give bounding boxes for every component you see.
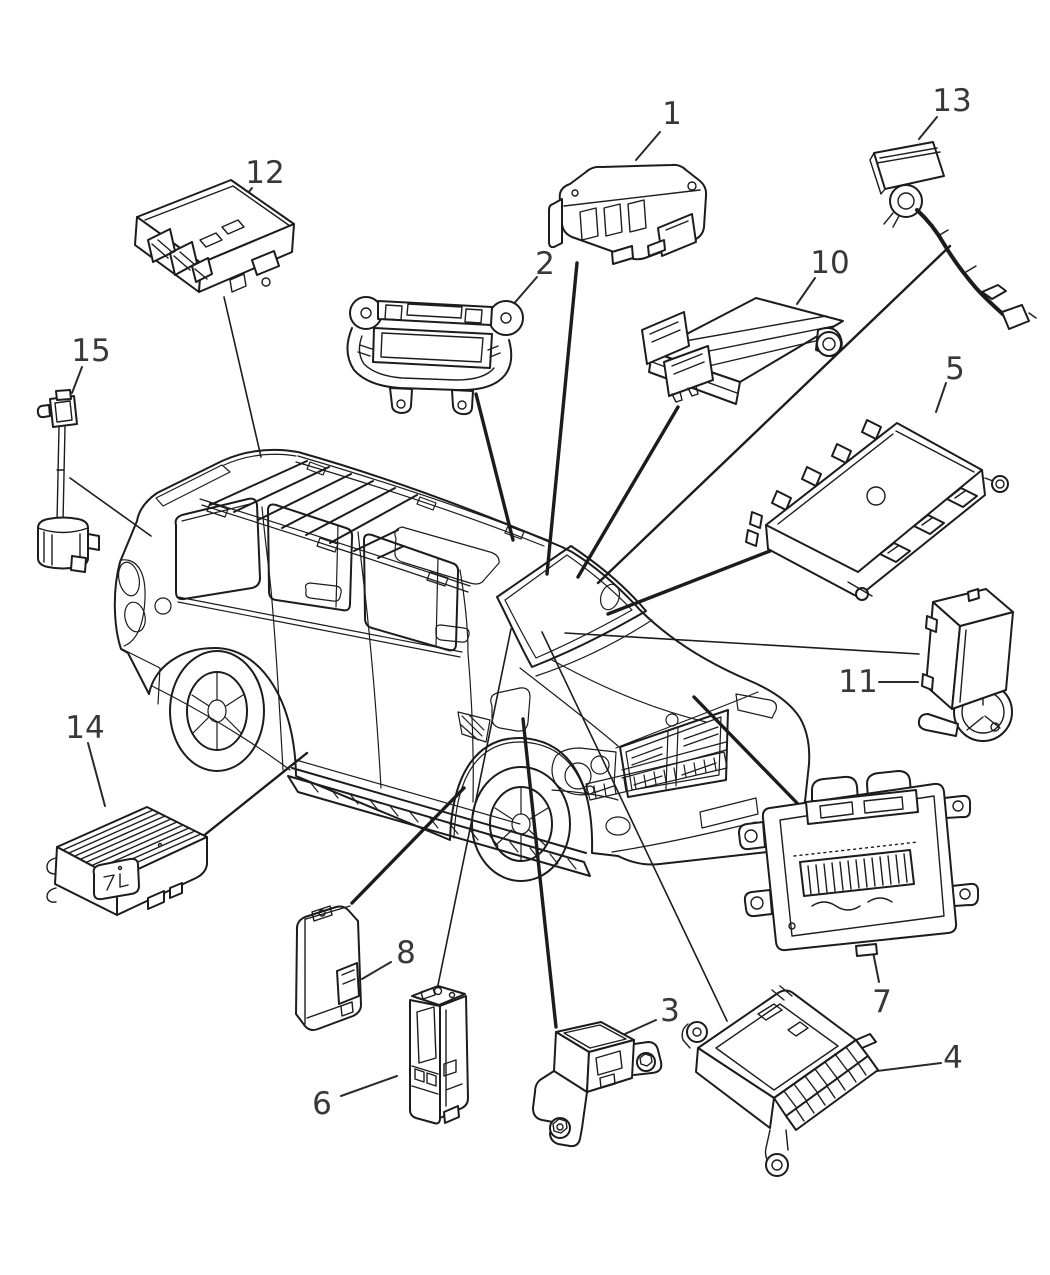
module-12-drawing (134, 179, 295, 293)
callout-8-label: 8 (396, 935, 416, 971)
pointer-10 (796, 277, 816, 305)
door-handle-rear (304, 582, 342, 602)
pointer-5 (935, 382, 947, 413)
fuel-door (154, 597, 172, 615)
pointer-15 (71, 366, 83, 394)
leader-lines (69, 244, 952, 1029)
pointer-8 (361, 961, 392, 980)
roof-rail-left (199, 498, 471, 593)
callout-13-label: 13 (932, 83, 971, 119)
module-15-drawing (36, 389, 100, 573)
front-door-window (363, 533, 460, 652)
mirror-left (490, 687, 531, 732)
leader-module-6 (436, 628, 512, 991)
windshield (496, 545, 653, 677)
rear-wheel (169, 650, 265, 772)
roof-ribs (209, 460, 418, 559)
headlamp-left (551, 747, 617, 796)
pointer-2 (510, 276, 538, 308)
callout-14-label: 14 (65, 710, 104, 746)
leader-module-10 (576, 405, 680, 579)
module-3-drawing (532, 1021, 663, 1148)
leader-module-14 (195, 751, 309, 843)
callout-15-label: 15 (71, 333, 110, 369)
callout-5-label: 5 (945, 351, 965, 387)
module-7-drawing (738, 770, 979, 957)
callout-10-label: 10 (810, 245, 849, 281)
leader-module-1 (545, 261, 579, 576)
roof-rail-right (295, 455, 549, 547)
module-4-drawing (681, 985, 879, 1177)
front-bumper (551, 751, 759, 853)
vehicle-drawing (113, 448, 811, 882)
callout-4-label: 4 (943, 1040, 963, 1076)
headlamp-right (735, 693, 777, 719)
callout-2-label: 2 (535, 246, 555, 282)
callout-11-label: 11 (838, 664, 877, 700)
module-2-drawing (346, 296, 524, 416)
callout-labels: 1 2 3 4 5 6 7 8 10 11 12 13 14 15 (65, 83, 971, 1122)
leader-module-5 (606, 549, 772, 616)
quarter-window (174, 497, 261, 601)
pointer-14 (87, 742, 106, 807)
leader-module-2 (474, 392, 515, 542)
leader-module-8 (350, 786, 466, 905)
door-handle-front (435, 624, 470, 643)
callout-pointers (71, 116, 947, 1097)
leader-module-4 (541, 631, 728, 1022)
leader-module-15 (69, 477, 152, 537)
module-1-drawing (548, 163, 708, 265)
pointer-4 (868, 1062, 942, 1073)
leader-module-7 (692, 695, 799, 805)
grille (619, 709, 729, 798)
module-6-drawing (409, 985, 469, 1125)
module-11-drawing (917, 588, 1014, 742)
module-13-drawing (869, 141, 1037, 330)
callout-6-label: 6 (312, 1086, 332, 1122)
leader-module-11 (564, 632, 920, 655)
callout-12-label: 12 (245, 155, 284, 191)
callout-1-label: 1 (662, 96, 682, 132)
module-8-drawing (295, 905, 362, 1031)
leader-module-12 (223, 296, 262, 458)
mirror-right (599, 583, 621, 611)
module-5-drawing (745, 419, 1009, 601)
vehicle-body-outline (113, 448, 811, 866)
module-10-drawing (641, 297, 844, 405)
brand-badge (665, 713, 679, 727)
pointer-13 (918, 116, 938, 140)
callout-7-label: 7 (872, 984, 892, 1020)
pointer-6 (340, 1075, 398, 1097)
module-14-drawing (46, 806, 208, 916)
fog-lamp (605, 816, 631, 836)
pointer-1 (635, 131, 661, 161)
sunroof (394, 526, 500, 585)
leader-module-3 (521, 717, 558, 1029)
running-board (287, 759, 591, 877)
callout-3-label: 3 (660, 993, 680, 1029)
rear-door-window (267, 503, 354, 612)
leader-module-13 (596, 244, 952, 585)
